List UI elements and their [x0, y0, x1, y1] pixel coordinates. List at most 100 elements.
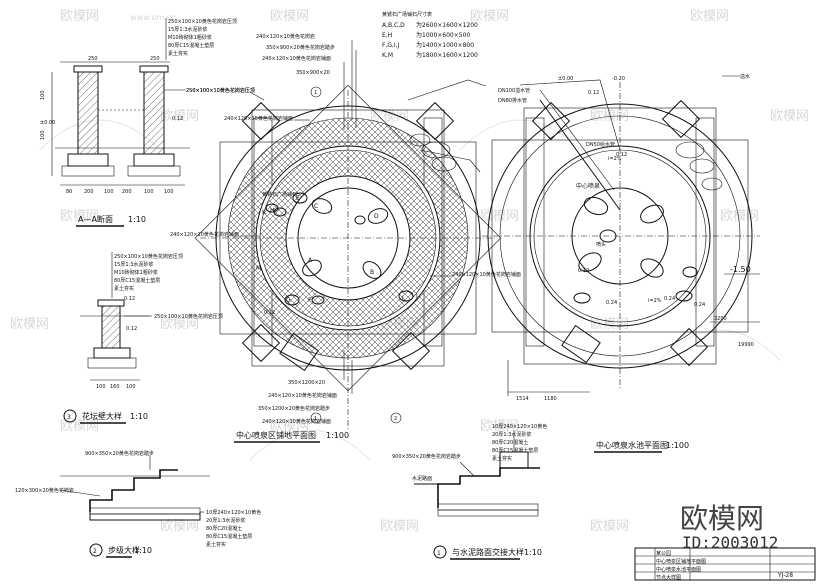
watermark-text: 欧模网: [770, 109, 809, 124]
watermark-url: www.om.cn: [130, 13, 176, 22]
note-text: 240×120×10黄色花岗岩铺面: [224, 115, 293, 122]
level-text: 0.24: [694, 302, 705, 308]
note-text: 10厚240×120×10黄色: [492, 423, 547, 430]
stone-label: H: [270, 207, 275, 214]
note-text: M10砖砌体1粗砂浆: [114, 269, 158, 276]
detail-number-circle: [433, 545, 447, 559]
fountain-plan-title: 中心喷泉水池平面图: [596, 440, 668, 450]
paving-plan-scale: 1:100: [326, 431, 349, 440]
stone-label: K: [262, 209, 267, 216]
dim-text: 250: [150, 56, 160, 62]
note-text: 80厚C15混凝土垫层: [168, 42, 214, 49]
level-text: ±0.00: [40, 120, 55, 126]
table-value: 为1400×1000×800: [416, 41, 474, 49]
watermark-text: 欧模网: [720, 209, 759, 224]
detail-number: 2: [93, 548, 97, 555]
watermark-id: ID:2003012: [682, 533, 778, 552]
note-text: 250×100×10黄色花岗岩压顶: [154, 313, 223, 320]
dim-text: 200: [122, 189, 132, 195]
dim-text: 100: [164, 189, 174, 195]
note-text: 80厚C20混凝土: [206, 525, 242, 532]
note-text: 素土夯实: [206, 541, 226, 548]
detail-planter-wall: 100 160 100 0.12 0.12 250×100×10黄色花岗岩压顶 …: [63, 252, 223, 424]
level-text: 0.24: [606, 300, 617, 306]
note-text: 250×100×10黄色花岗岩压顶: [168, 18, 237, 25]
note-text: 240×120×10黄色花岗岩铺面: [452, 271, 521, 278]
detail-step-title: 步级大样: [108, 545, 140, 555]
slope-text: i=2%: [608, 156, 622, 162]
detail-number: 1: [437, 550, 441, 557]
note-text: 350×900×20黄色花岗岩踏步: [266, 44, 335, 51]
fountain-plan: DN100溢水管 DN80排水管 DN50给水管 中心喷泉 溢水 ±0.00 -…: [409, 73, 760, 453]
title-line: 中心喷泉区铺地平面图: [656, 558, 706, 565]
watermark-text: 欧模网: [270, 9, 309, 24]
level-text: 0.12: [588, 90, 599, 96]
dim-text: 160: [110, 384, 120, 390]
watermark-logo-text: 欧模网: [680, 502, 764, 535]
level-text: -0.20: [612, 76, 625, 82]
slope-text: i=2%: [648, 298, 662, 304]
detail-planter-scale: 1:10: [130, 412, 148, 421]
note-text: 素土夯实: [114, 285, 134, 292]
table-value: 为1800×1600×1200: [416, 51, 478, 59]
stone-label: E: [296, 195, 300, 202]
level-text: 0.12: [172, 116, 183, 122]
stone-label: G: [286, 297, 291, 304]
level-text: 0.24: [664, 296, 675, 302]
note-text: 15厚1:3水泥砂浆: [114, 261, 153, 268]
detail-aa-title: A—A断面: [78, 214, 113, 224]
watermark-text: 欧模网: [370, 109, 409, 124]
stone-label: J: [415, 293, 418, 300]
dim-text: 200: [84, 189, 94, 195]
watermark-text: 欧模网: [160, 519, 199, 534]
dim-text: 1514: [516, 396, 529, 402]
detail-number-circle: [63, 409, 77, 423]
detail-junction: 水泥路面 900×350×20黄色花岗岩踏步 10厚240×120×10黄色 2…: [392, 423, 547, 560]
fountain-label: 溢水: [740, 73, 750, 80]
stone-label: F: [308, 297, 312, 304]
watermark-text: 欧模网: [10, 317, 49, 332]
watermark-text: 欧模网: [160, 317, 199, 332]
fountain-plan-scale: 1:100: [666, 441, 689, 450]
note-text: 素土夯实: [168, 50, 188, 57]
stone-label: I: [402, 295, 404, 302]
note-text: 240×120×10黄色花岗岩铺面: [262, 55, 331, 62]
dim-text: 80: [66, 189, 72, 195]
sheet-number: YJ-28: [777, 572, 793, 579]
title-block: 某公园 中心喷泉区铺地平面图 中心喷泉水池平面图 节点大样图 YJ-28: [634, 547, 816, 581]
watermark-text: 欧模网: [380, 519, 419, 534]
note-text: 240×120×10黄色花岗岩铺面: [268, 392, 337, 399]
watermark-text: 欧模网: [60, 209, 99, 224]
watermark-text: 欧模网: [690, 9, 729, 24]
level-text: 0.12: [264, 310, 275, 316]
fountain-label: 喷头: [596, 241, 606, 248]
note-text: 900×350×20黄色花岗岩踏步: [85, 450, 154, 457]
detail-junction-title: 与水泥路面交接大样: [452, 547, 524, 557]
stone-label: B: [370, 269, 374, 276]
note-text: 900×350×20黄色花岗岩踏步: [392, 453, 461, 460]
table-key: K,M: [382, 52, 393, 59]
note-text: 80厚C15混凝土垫层: [114, 277, 160, 284]
note-text: M10砖砌体1粗砂浆: [168, 34, 212, 41]
level-text: 0.12: [126, 326, 137, 332]
detail-aa-section: 250 250 80 200 100 200 100 100 100 100 ±…: [40, 18, 255, 227]
note-text: 120×300×20黄色花岗岩: [15, 487, 74, 494]
level-text: 0.12: [616, 152, 627, 158]
watermark-text: 欧模网: [480, 419, 519, 434]
note-text: 80厚C15混凝土垫层: [206, 533, 252, 540]
watermark-text: 欧模网: [60, 9, 99, 24]
level-text: 0.12: [578, 268, 589, 274]
note-text: 250×100×10黄色花岗岩压顶: [114, 253, 183, 260]
dim-text: 100: [40, 130, 46, 140]
table-key: A,B,C,D: [382, 22, 405, 29]
dim-text: 1180: [544, 396, 557, 402]
detail-aa-scale: 1:10: [128, 215, 146, 224]
detail-planter-title: 花坛壁大样: [82, 411, 122, 421]
detail-step: 900×350×20黄色花岗岩踏步 120×300×20黄色花岗岩 10厚240…: [15, 450, 261, 558]
level-text: ±0.00: [558, 76, 573, 82]
detail-step-scale: 1:10: [134, 546, 152, 555]
axis-label: 2: [394, 416, 397, 422]
note-text: 黄锈石广场铺石: [262, 191, 297, 198]
note-text: 240×120×10黄色花岗岩铺面: [262, 418, 331, 425]
